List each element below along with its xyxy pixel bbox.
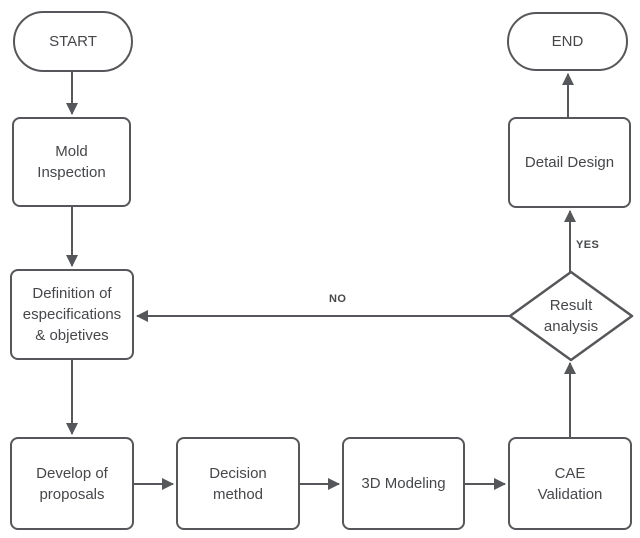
decision-diamond-shape (508, 270, 634, 362)
edge-label-yes: YES (576, 239, 600, 251)
node-start: START (13, 11, 133, 72)
node-definition-of-especifications: Definition of especifications & objetive… (10, 269, 134, 360)
node-result-analysis: Result analysis (543, 297, 599, 335)
node-3d-modeling: 3D Modeling (342, 437, 465, 530)
node-develop-of-proposals: Develop of proposals (10, 437, 134, 530)
node-end: END (507, 12, 628, 71)
edge-label-no: NO (329, 293, 347, 305)
node-cae-validation: CAE Validation (508, 437, 632, 530)
node-decision-method: Decision method (176, 437, 300, 530)
node-detail-design: Detail Design (508, 117, 631, 208)
node-mold-inspection: Mold Inspection (12, 117, 131, 207)
